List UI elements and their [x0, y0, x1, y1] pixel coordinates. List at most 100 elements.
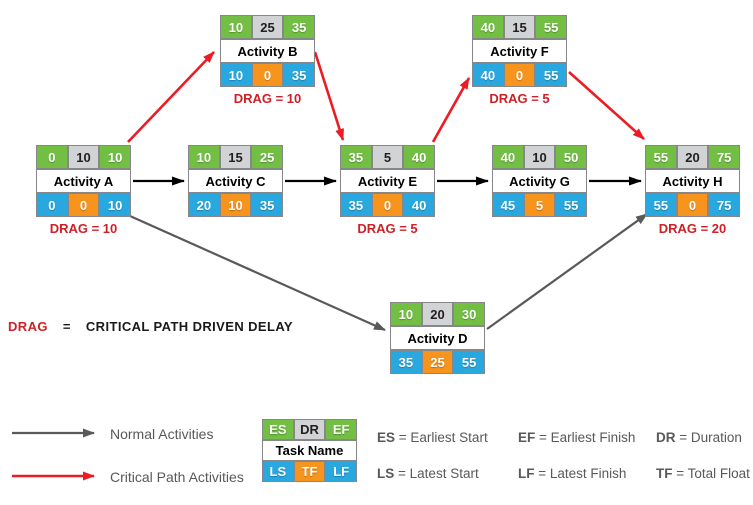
activity-node-a: 0 10 10 Activity A 0 0 10 — [36, 145, 131, 217]
definition-abbr: DR — [656, 430, 676, 445]
task-name: Activity G — [492, 169, 587, 193]
dr-cell: DR — [293, 419, 326, 440]
arrow-e-to-f — [431, 77, 471, 143]
dr-cell: 20 — [421, 302, 454, 326]
dr-cell: 20 — [676, 145, 709, 169]
definition-abbr: TF — [656, 466, 673, 481]
es-cell: 10 — [188, 145, 220, 169]
definition-text: = Earliest Finish — [539, 430, 636, 445]
activity-node-c: 10 15 25 Activity C 20 10 35 — [188, 145, 283, 217]
ls-cell: 55 — [645, 193, 677, 217]
definition-abbr: ES — [377, 430, 396, 445]
dr-cell: 15 — [219, 145, 252, 169]
equals-sign: = — [62, 319, 71, 334]
ef-cell: 55 — [535, 15, 567, 39]
drag-label-e: DRAG = 5 — [357, 221, 418, 236]
definition-ef: EF = Earliest Finish — [518, 430, 635, 445]
drag-label-b: DRAG = 10 — [233, 91, 302, 106]
drag-definition-text: CRITICAL PATH DRIVEN DELAY — [85, 319, 293, 334]
tf-cell: 5 — [523, 193, 556, 217]
dr-cell: 10 — [67, 145, 100, 169]
lf-cell: 35 — [283, 63, 315, 87]
ls-cell: 35 — [340, 193, 372, 217]
definition-text: = Total Float — [676, 466, 750, 481]
lf-cell: 55 — [453, 350, 485, 374]
ls-cell: 45 — [492, 193, 524, 217]
tf-cell: 0 — [251, 63, 284, 87]
task-name: Activity C — [188, 169, 283, 193]
lf-cell: LF — [325, 461, 357, 482]
arrow-a-to-d — [129, 214, 386, 332]
definition-abbr: LF — [518, 466, 535, 481]
es-cell: ES — [262, 419, 294, 440]
ef-cell: 75 — [708, 145, 740, 169]
lf-cell: 35 — [251, 193, 283, 217]
es-cell: 55 — [645, 145, 677, 169]
task-name: Activity B — [220, 39, 315, 63]
drag-term: DRAG — [8, 319, 48, 334]
drag-label-a: DRAG = 10 — [49, 221, 118, 236]
activity-node-b: 10 25 35 Activity B 10 0 35 — [220, 15, 315, 87]
arrow-a-to-b — [127, 51, 215, 143]
definition-text: = Latest Start — [398, 466, 479, 481]
ls-cell: 0 — [36, 193, 68, 217]
dr-cell: 5 — [371, 145, 404, 169]
ls-cell: 35 — [390, 350, 422, 374]
tf-cell: TF — [293, 461, 326, 482]
ef-cell: 25 — [251, 145, 283, 169]
arrow-f-to-h — [568, 71, 645, 140]
task-name: Task Name — [262, 440, 357, 461]
arrow-d-to-h — [486, 213, 648, 330]
definition-abbr: EF — [518, 430, 536, 445]
ls-cell: 40 — [472, 63, 504, 87]
lf-cell: 55 — [555, 193, 587, 217]
definition-es: ES = Earliest Start — [377, 430, 488, 445]
ef-cell: 10 — [99, 145, 131, 169]
activity-node-g: 40 10 50 Activity G 45 5 55 — [492, 145, 587, 217]
dr-cell: 10 — [523, 145, 556, 169]
task-name: Activity A — [36, 169, 131, 193]
drag-label-h: DRAG = 20 — [658, 221, 727, 236]
arrow-b-to-e — [313, 51, 345, 141]
tf-cell: 10 — [219, 193, 252, 217]
activity-node-f: 40 15 55 Activity F 40 0 55 — [472, 15, 567, 87]
ef-cell: 35 — [283, 15, 315, 39]
definition-tf: TF = Total Float — [656, 466, 750, 481]
definition-text: = Duration — [679, 430, 742, 445]
activity-node-d: 10 20 30 Activity D 35 25 55 — [390, 302, 485, 374]
ef-cell: 40 — [403, 145, 435, 169]
lf-cell: 55 — [535, 63, 567, 87]
task-name: Activity D — [390, 326, 485, 350]
tf-cell: 0 — [503, 63, 536, 87]
drag-definition-note: DRAG = CRITICAL PATH DRIVEN DELAY — [8, 319, 293, 334]
legend-sample-node: ES DR EF Task Name LS TF LF — [262, 419, 357, 482]
tf-cell: 25 — [421, 350, 454, 374]
definition-dr: DR = Duration — [656, 430, 742, 445]
dr-cell: 25 — [251, 15, 284, 39]
es-cell: 10 — [390, 302, 422, 326]
es-cell: 40 — [492, 145, 524, 169]
es-cell: 0 — [36, 145, 68, 169]
task-name: Activity H — [645, 169, 740, 193]
ef-cell: EF — [325, 419, 357, 440]
activity-node-h: 55 20 75 Activity H 55 0 75 — [645, 145, 740, 217]
drag-label-f: DRAG = 5 — [489, 91, 550, 106]
es-cell: 35 — [340, 145, 372, 169]
activity-node-e: 35 5 40 Activity E 35 0 40 — [340, 145, 435, 217]
definition-lf: LF = Latest Finish — [518, 466, 626, 481]
ef-cell: 50 — [555, 145, 587, 169]
lf-cell: 75 — [708, 193, 740, 217]
es-cell: 40 — [472, 15, 504, 39]
definition-ls: LS = Latest Start — [377, 466, 479, 481]
task-name: Activity E — [340, 169, 435, 193]
dr-cell: 15 — [503, 15, 536, 39]
lf-cell: 40 — [403, 193, 435, 217]
ls-cell: 10 — [220, 63, 252, 87]
tf-cell: 0 — [67, 193, 100, 217]
definition-abbr: LS — [377, 466, 395, 481]
es-cell: 10 — [220, 15, 252, 39]
definition-text: = Latest Finish — [538, 466, 627, 481]
tf-cell: 0 — [371, 193, 404, 217]
lf-cell: 10 — [99, 193, 131, 217]
